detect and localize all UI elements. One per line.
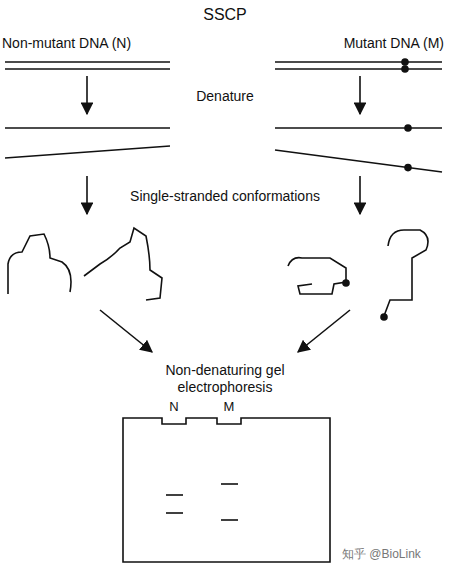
sample-label: Non-mutant DNA (N) [2,35,172,52]
dna-strand [275,61,442,63]
dna-strand [275,68,442,70]
single-strand [5,146,170,158]
gel-band [166,512,183,514]
sample-label: Mutant DNA (M) [270,35,444,52]
dna-strand [5,68,170,70]
folded-strand [288,258,346,294]
mutation-dot [401,58,409,66]
single-strand [275,127,442,129]
gel-box: NM [122,398,332,564]
gel-band [221,483,238,485]
lane-label: M [219,399,239,414]
lane-label: N [164,399,184,414]
step-label: Denature [150,88,300,105]
diagram-title: SSCP [0,6,450,23]
step-arrow [86,176,88,214]
step-label: Single-stranded conformations [105,188,345,205]
step-arrow [359,176,361,214]
mutation-dot [401,65,409,73]
step-arrow [298,310,350,352]
mutation-dot [380,313,388,321]
single-strand [5,127,170,129]
folded-strand [384,230,428,316]
folded-strand [8,234,71,294]
mutation-dot [342,279,350,287]
mutation-dot [404,164,412,172]
gel-band [221,519,238,521]
gel-outline [123,418,330,562]
step-arrow [100,310,152,352]
step-arrow [359,76,361,114]
single-strand [275,150,442,172]
gel-band [166,494,183,496]
watermark: 知乎 @BioLink [342,546,446,563]
gel-outline [122,398,332,564]
mutation-dot [404,124,412,132]
folded-strand [84,228,162,300]
step-arrow [86,76,88,114]
dna-strand [5,61,170,63]
step-label: Non-denaturing gel electrophoresis [145,362,305,396]
